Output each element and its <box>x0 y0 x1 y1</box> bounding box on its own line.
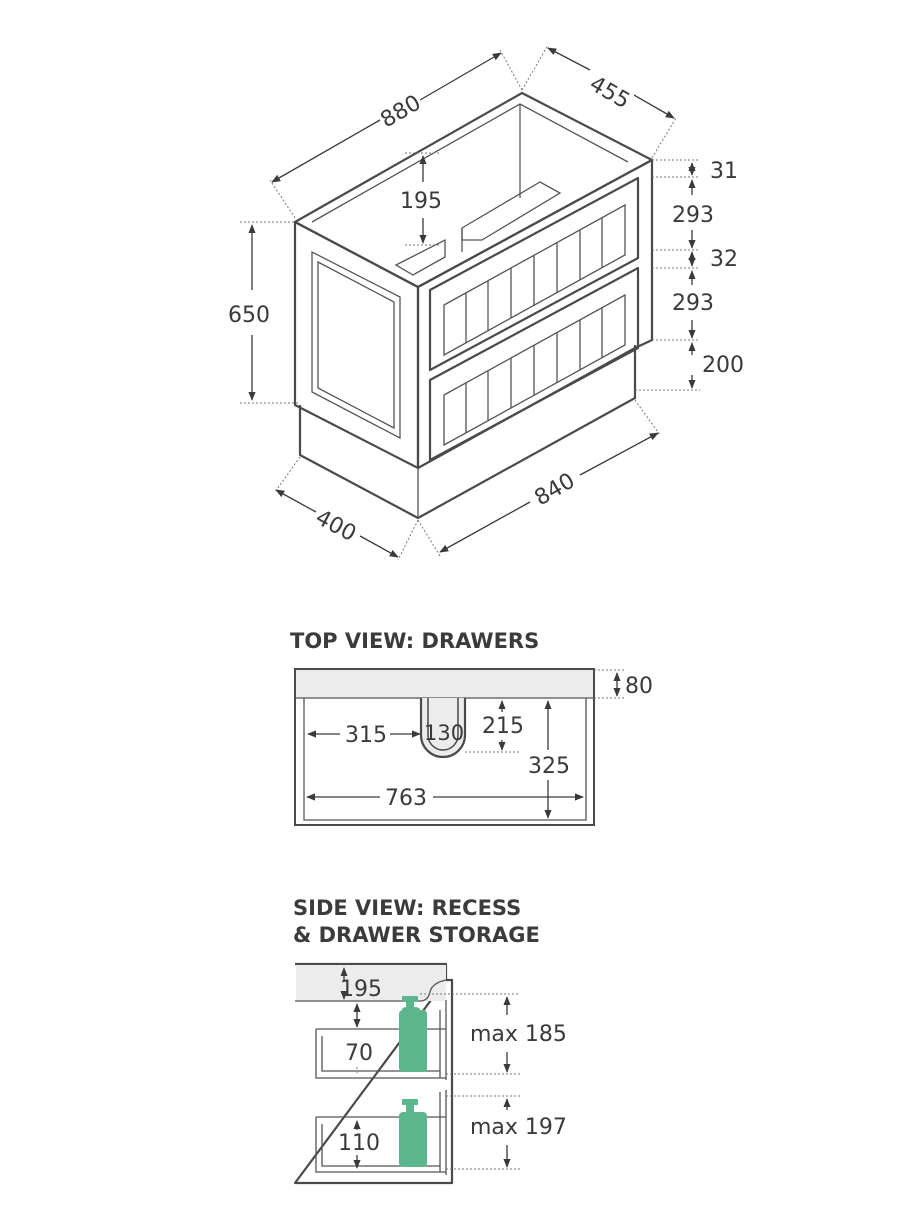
side-view: SIDE VIEW: RECESS & DRAWER STORAGE <box>293 896 567 1185</box>
lower-drawer <box>428 266 640 462</box>
dim-recess: 195 <box>400 189 442 214</box>
dim-depth-top: 455 <box>585 72 634 115</box>
upper-drawer-panel <box>443 203 626 357</box>
drawer-box-outline <box>303 698 587 821</box>
top-view: TOP VIEW: DRAWERS 80 315 130 215 325 763 <box>290 629 653 826</box>
upper-drawer <box>428 176 640 372</box>
recess-shelf-right <box>461 181 562 241</box>
side-panel-inset-inner <box>317 260 395 430</box>
dim-base-width: 840 <box>531 469 580 512</box>
side-dim-lower-drawer: 110 <box>338 1131 380 1156</box>
dim-base-depth: 400 <box>311 505 360 547</box>
dim-cutout-width: 130 <box>424 721 464 745</box>
dim-drawer-depth: 325 <box>528 754 570 779</box>
dim-455-line-b <box>633 94 675 119</box>
dim-840-line-a <box>439 501 531 553</box>
top-view-outline <box>294 668 595 826</box>
isometric-view: 880 455 650 195 <box>228 44 744 561</box>
dim-height: 650 <box>228 303 270 328</box>
dim-drawer-lower: 293 <box>672 291 714 316</box>
front-frame <box>416 158 654 470</box>
recess-shelf-left <box>394 238 446 276</box>
dim-gap: 32 <box>710 247 738 272</box>
upper-bottle-icon <box>399 996 427 1072</box>
side-dim-recess: 195 <box>340 977 382 1002</box>
dim-840-line-b <box>579 432 659 476</box>
dim-455-line-a <box>547 47 591 71</box>
dim-drawer-width: 763 <box>385 786 427 811</box>
top-view-back-rail <box>296 670 593 698</box>
side-panel-inset <box>311 250 401 440</box>
dim-back-depth: 80 <box>625 674 653 699</box>
lower-drawer-slats <box>465 308 603 433</box>
plumbing-cutout <box>419 698 467 759</box>
side-dim-lower-max: max 197 <box>470 1115 567 1140</box>
dim-left-offset: 315 <box>345 723 387 748</box>
upper-drawer-slats <box>465 218 603 343</box>
lower-drawer-panel <box>443 293 626 447</box>
right-stack-dimensions <box>635 159 700 391</box>
dim-cutout-depth: 215 <box>482 714 524 739</box>
side-dim-upper-drawer: 70 <box>345 1041 373 1066</box>
dim-880-line-a <box>271 119 381 183</box>
dim-880-line-b <box>419 52 502 101</box>
dim-width-top: 880 <box>377 91 426 134</box>
dim-plinth: 200 <box>702 353 744 378</box>
dim-400-line-a <box>275 489 317 513</box>
dim-drawer-upper: 293 <box>672 203 714 228</box>
side-dim-upper-max: max 185 <box>470 1022 567 1047</box>
top-view-heading: TOP VIEW: DRAWERS <box>290 629 539 653</box>
side-view-heading-line2: & DRAWER STORAGE <box>293 923 540 947</box>
dim-top-rail: 31 <box>710 159 738 184</box>
side-view-heading-line1: SIDE VIEW: RECESS <box>293 896 521 920</box>
lower-bottle-icon <box>399 1099 427 1167</box>
dim-400-line-b <box>359 535 399 558</box>
side-view-recess-area <box>296 965 446 1001</box>
